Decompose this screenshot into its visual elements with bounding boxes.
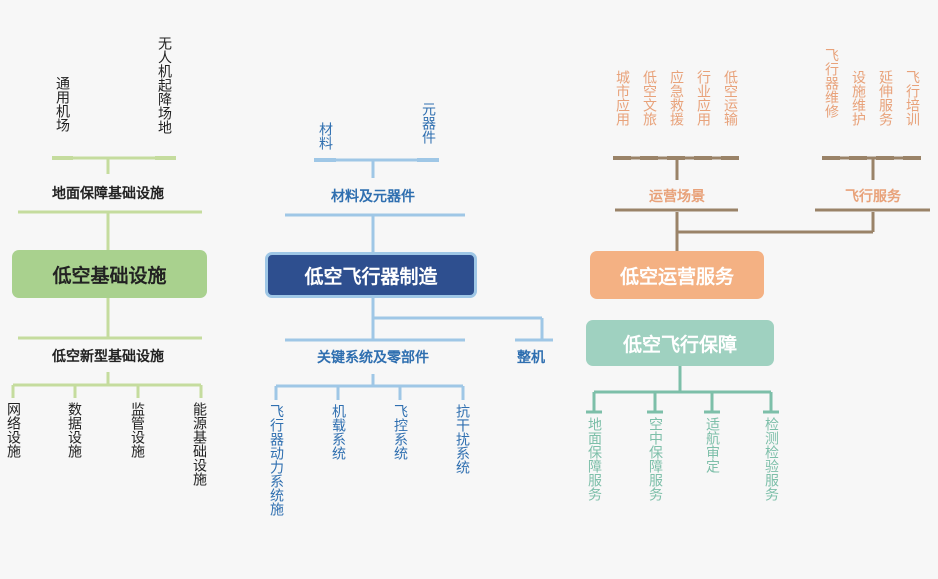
ops-group-b-item: 飞行培训 [904,70,920,126]
ops-group-a-item: 低空文旅 [641,70,657,126]
guard-item: 适航审定 [704,417,720,473]
infra-bottom-item: 能源基础设施 [191,402,207,486]
mfg-bottom-group-label: 关键系统及零部件 [317,350,429,366]
mfg-title-box: 低空飞行器制造 [265,252,477,298]
guard-item: 空中保障服务 [647,417,663,501]
ops-group-a-item: 应急救援 [668,70,684,126]
ops-group-a-item: 城市应用 [614,70,630,126]
mfg-bottom-item: 飞行器动力系统施 [268,404,284,516]
mfg-bottom-item: 抗干扰系统 [454,404,470,474]
mfg-top-item: 材料 [317,122,333,150]
guard-title-box: 低空飞行保障 [586,320,774,366]
guard-item: 地面保障服务 [586,417,602,501]
ops-group-a-item: 低空运输 [722,70,738,126]
mfg-top-item: 元器件 [420,102,436,144]
ops-group-b-item: 飞行器维修 [823,48,839,118]
infra-top-item: 通用机场 [54,76,70,132]
ops-group-b-label: 飞行服务 [845,189,901,205]
mfg-side-item-label: 整机 [517,350,545,366]
infra-top-group-label: 地面保障基础设施 [52,186,164,202]
mfg-top-group-label: 材料及元器件 [331,189,415,205]
infra-top-item: 无人机起降场地 [156,36,172,134]
infra-bottom-group-label: 低空新型基础设施 [52,349,164,365]
infra-bottom-item: 数据设施 [66,402,82,458]
ops-title-box: 低空运营服务 [590,251,764,299]
ops-group-a-label: 运营场景 [649,189,705,205]
ops-group-b-item: 设施维护 [850,70,866,126]
mfg-bottom-item: 机载系统 [330,404,346,460]
ops-group-a-item: 行业应用 [695,70,711,126]
infra-bottom-item: 网络设施 [5,402,21,458]
guard-item: 检测检验服务 [763,417,779,501]
infra-title-box: 低空基础设施 [12,250,207,298]
infra-bottom-item: 监管设施 [129,402,145,458]
ops-group-b-item: 延伸服务 [877,70,893,126]
mfg-bottom-item: 飞控系统 [392,404,408,460]
